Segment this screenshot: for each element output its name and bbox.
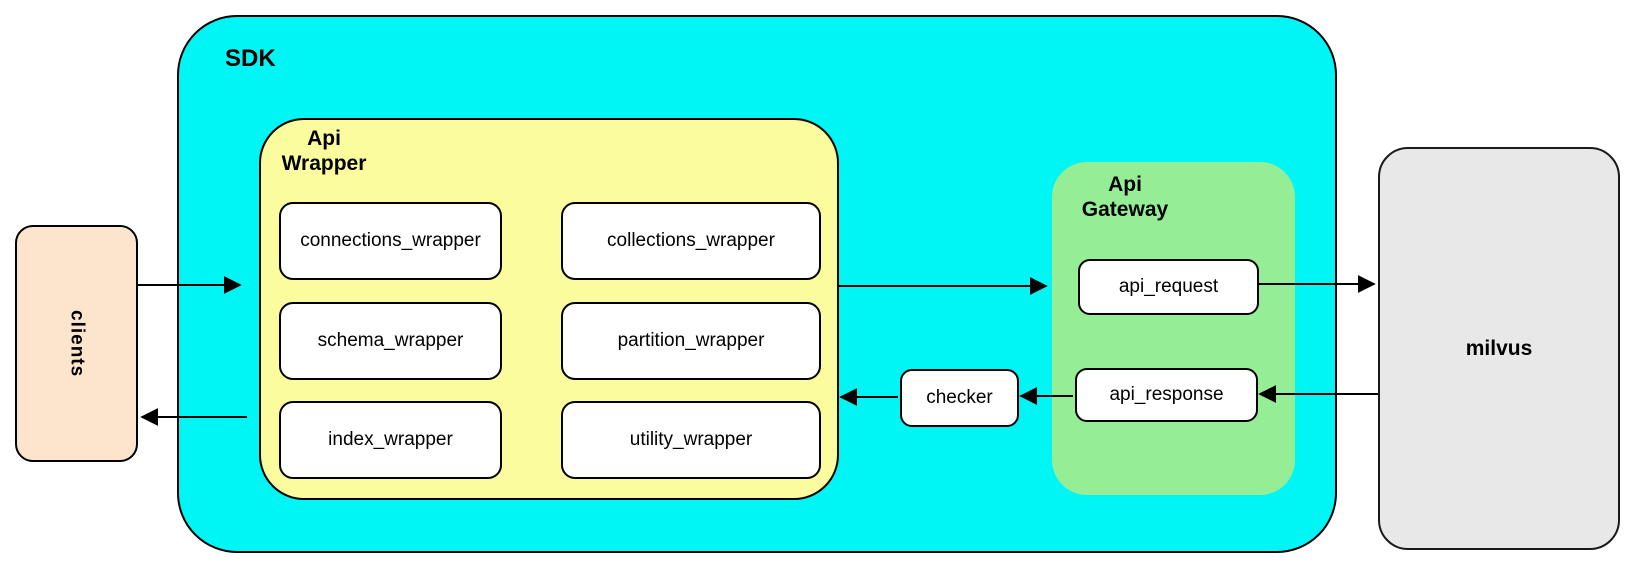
box-api-response: api_response xyxy=(1075,368,1258,422)
checker-box: checker xyxy=(900,369,1019,427)
clients-label: clients xyxy=(66,309,88,378)
api-wrapper-label-line2: Wrapper xyxy=(281,152,367,175)
box-collections-wrapper: collections_wrapper xyxy=(561,202,821,280)
box-index-wrapper: index_wrapper xyxy=(279,401,502,479)
box-connections-wrapper: connections_wrapper xyxy=(279,202,502,280)
milvus-label: milvus xyxy=(1465,336,1533,360)
api-wrapper-container: Api Wrapper connections_wrapper collecti… xyxy=(259,118,839,500)
clients-box: clients xyxy=(15,225,138,462)
sdk-label: SDK xyxy=(225,45,276,72)
api-gateway-label-line2: Gateway xyxy=(1081,198,1169,221)
box-schema-wrapper: schema_wrapper xyxy=(279,302,502,380)
box-api-request: api_request xyxy=(1078,259,1259,315)
api-gateway-label: Api Gateway xyxy=(1070,172,1180,222)
api-gateway-label-line1: Api xyxy=(1108,173,1142,196)
sdk-container: SDK Api Wrapper connections_wrapper coll… xyxy=(177,15,1337,553)
box-partition-wrapper: partition_wrapper xyxy=(561,302,821,380)
api-wrapper-label-line1: Api xyxy=(307,127,341,150)
milvus-box: milvus xyxy=(1378,147,1620,550)
box-utility-wrapper: utility_wrapper xyxy=(561,401,821,479)
api-wrapper-label: Api Wrapper xyxy=(269,126,379,176)
api-gateway-container: Api Gateway api_request api_response xyxy=(1052,162,1295,495)
